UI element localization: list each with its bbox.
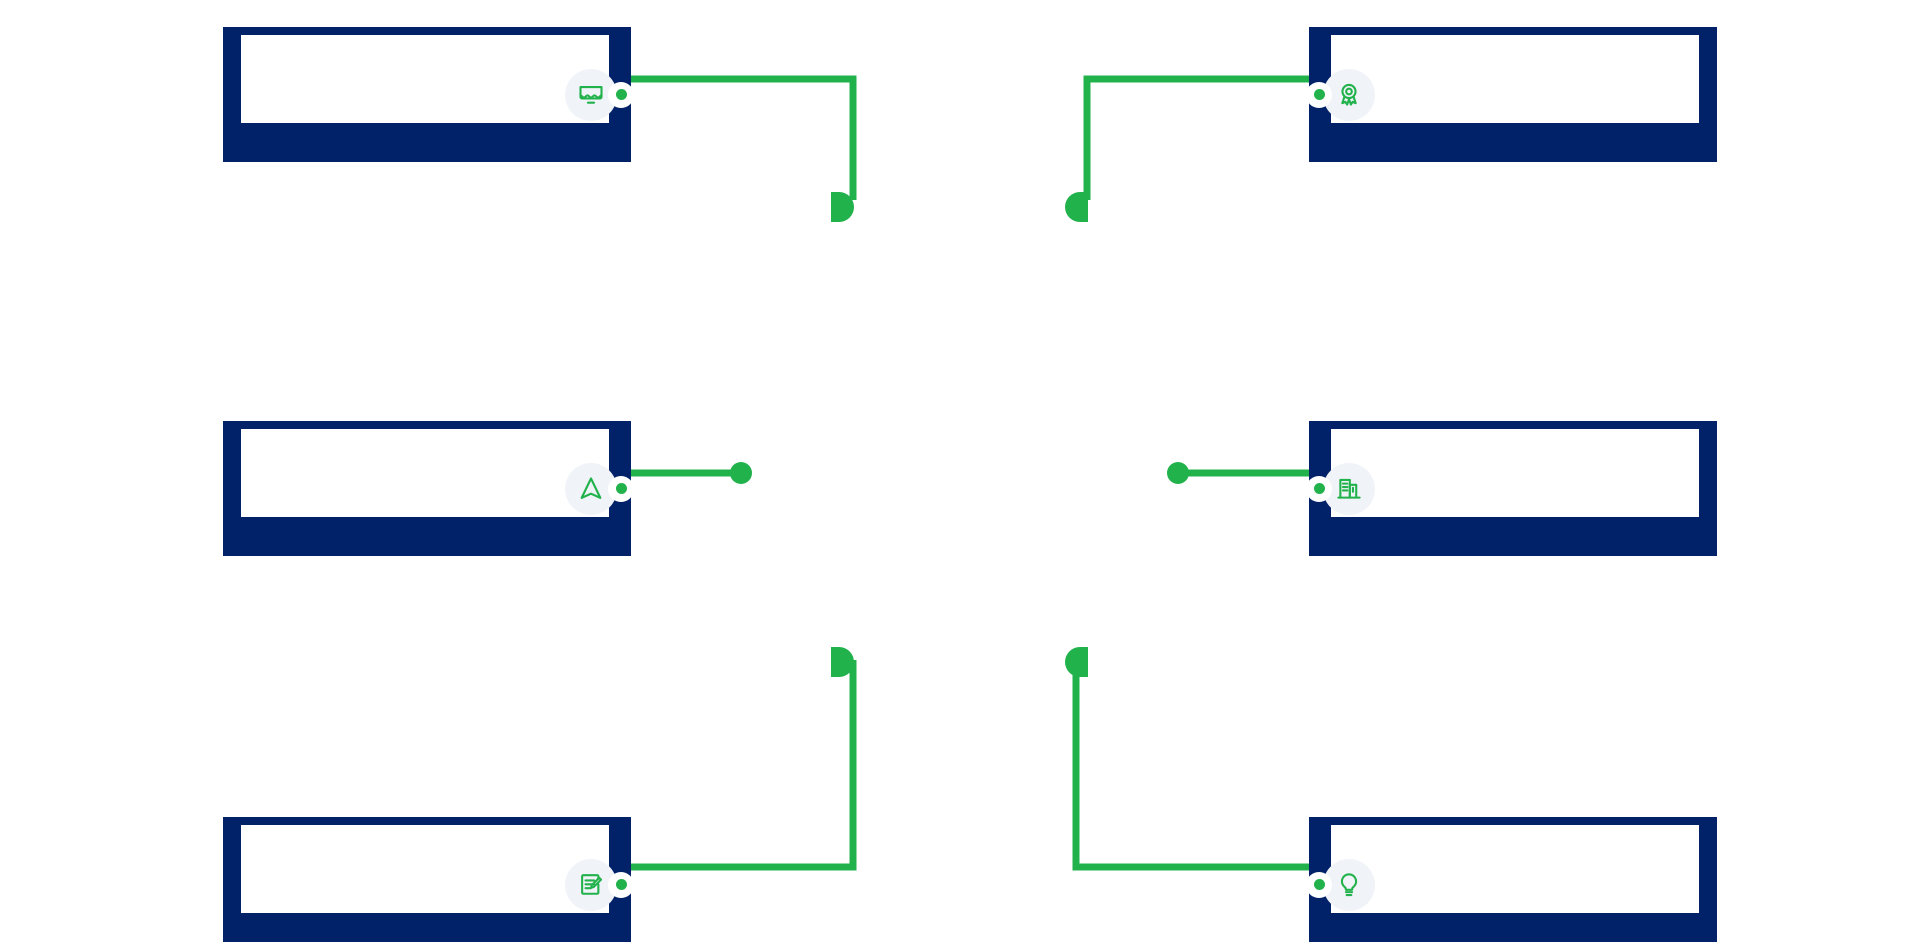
node-panel	[241, 825, 609, 913]
node-panel	[1331, 35, 1699, 123]
connector-port[interactable]	[1306, 81, 1332, 108]
terminal-award-down	[1065, 192, 1088, 222]
node-card-award[interactable]	[1306, 27, 1717, 162]
terminal-navigation	[730, 462, 752, 484]
node-card-monitor[interactable]	[223, 27, 634, 162]
node-card-navigation[interactable]	[223, 421, 634, 556]
building-icon	[1337, 478, 1361, 499]
navigation-arrow-icon	[580, 476, 602, 499]
connector-port[interactable]	[608, 81, 634, 108]
connector-port[interactable]	[1306, 871, 1332, 898]
node-card-building[interactable]	[1306, 421, 1717, 556]
lightbulb-icon	[1340, 872, 1358, 896]
award-ribbon-icon	[1341, 83, 1357, 106]
icon-bubble	[1323, 68, 1375, 121]
connector-port[interactable]	[608, 871, 634, 898]
terminal-lightbulb-up	[1065, 647, 1088, 677]
connector-port[interactable]	[608, 475, 634, 502]
node-card-document-edit[interactable]	[223, 817, 634, 942]
connector-award-down	[1083, 75, 1309, 200]
document-edit-icon	[581, 873, 603, 895]
connector-port[interactable]	[1306, 475, 1332, 502]
terminal-monitor-down	[831, 192, 854, 222]
connector-monitor-down	[631, 75, 857, 200]
node-card-lightbulb[interactable]	[1306, 817, 1717, 942]
node-panel	[1331, 825, 1699, 913]
node-panel	[1331, 429, 1699, 517]
node-panel	[241, 429, 609, 517]
node-panel	[241, 35, 609, 123]
connector-document-up	[631, 660, 857, 871]
connector-lightbulb-up	[1072, 660, 1309, 871]
terminal-building	[1167, 462, 1189, 484]
monitor-icon	[579, 85, 603, 104]
terminal-document-up	[831, 647, 854, 677]
